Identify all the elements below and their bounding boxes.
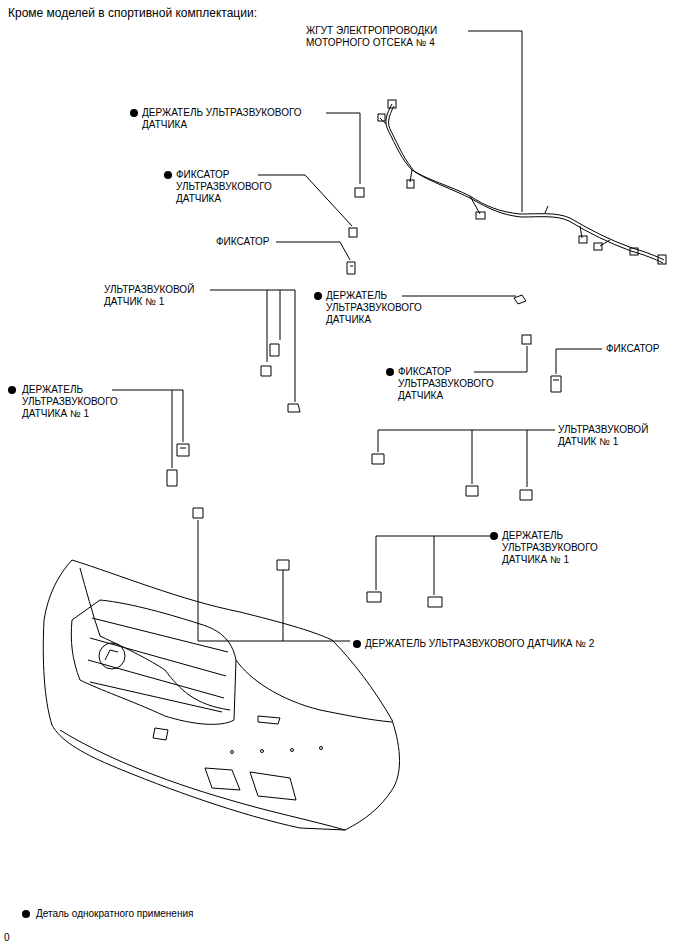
leader-line xyxy=(472,430,473,484)
leader-line xyxy=(210,290,295,402)
small-parts xyxy=(167,188,561,607)
leader-line xyxy=(267,290,268,362)
part-label: УЛЬТРАЗВУКОВОЙ ДАТЧИК № 1 xyxy=(558,424,668,448)
leader-line xyxy=(402,296,516,297)
diagram-title: Кроме моделей в спортивной комплектации: xyxy=(8,6,257,20)
leader-line xyxy=(434,536,435,595)
part-label: ФИКСАТОР УЛЬТРАЗВУКОВОГО ДАТЧИКА xyxy=(398,366,498,402)
leader-line xyxy=(556,349,602,374)
wire-harness xyxy=(378,100,666,264)
leader-line xyxy=(276,242,350,260)
leader-line xyxy=(527,430,528,487)
part-label: ЖГУТ ЭЛЕКТРОПРОВОДКИ МОТОРНОГО ОТСЕКА № … xyxy=(306,25,466,49)
bullet xyxy=(130,109,138,117)
part-label: ДЕРЖАТЕЛЬ УЛЬТРАЗВУКОВОГО ДАТЧИКА № 1 xyxy=(502,530,602,566)
leader-line xyxy=(280,290,281,340)
leader-line xyxy=(198,520,350,641)
part-label: ФИКСАТОР xyxy=(216,236,270,248)
part-label: ДЕРЖАТЕЛЬ УЛЬТРАЗВУКОВОГО ДАТЧИКА xyxy=(142,107,324,131)
leader-line xyxy=(326,113,360,184)
page-number: 0 xyxy=(4,932,10,944)
bullet xyxy=(8,386,16,394)
bullet xyxy=(353,640,361,648)
legend-bullet xyxy=(22,910,30,918)
bullet xyxy=(164,171,172,179)
leader-line xyxy=(468,31,522,212)
part-label: ФИКСАТОР УЛЬТРАЗВУКОВОГО ДАТЧИКА xyxy=(176,169,276,205)
bullet xyxy=(314,292,322,300)
front-bumper xyxy=(43,560,399,830)
leader-line xyxy=(474,346,527,372)
leader-line xyxy=(378,430,555,452)
bullet xyxy=(490,532,498,540)
leader-line xyxy=(258,175,352,226)
leader-line xyxy=(172,390,173,468)
legend-text: Деталь однократного применения xyxy=(36,908,193,920)
part-label: УЛЬТРАЗВУКОВОЙ ДАТЧИК № 1 xyxy=(104,284,214,308)
part-label: ДЕРЖАТЕЛЬ УЛЬТРАЗВУКОВОГО ДАТЧИКА № 1 xyxy=(22,384,122,420)
part-label: ФИКСАТОР xyxy=(606,343,660,355)
bullet xyxy=(386,368,394,376)
part-label: ДЕРЖАТЕЛЬ УЛЬТРАЗВУКОВОГО ДАТЧИКА № 2 xyxy=(365,638,594,650)
leader-line xyxy=(283,570,284,641)
part-label: ДЕРЖАТЕЛЬ УЛЬТРАЗВУКОВОГО ДАТЧИКА xyxy=(326,290,426,326)
